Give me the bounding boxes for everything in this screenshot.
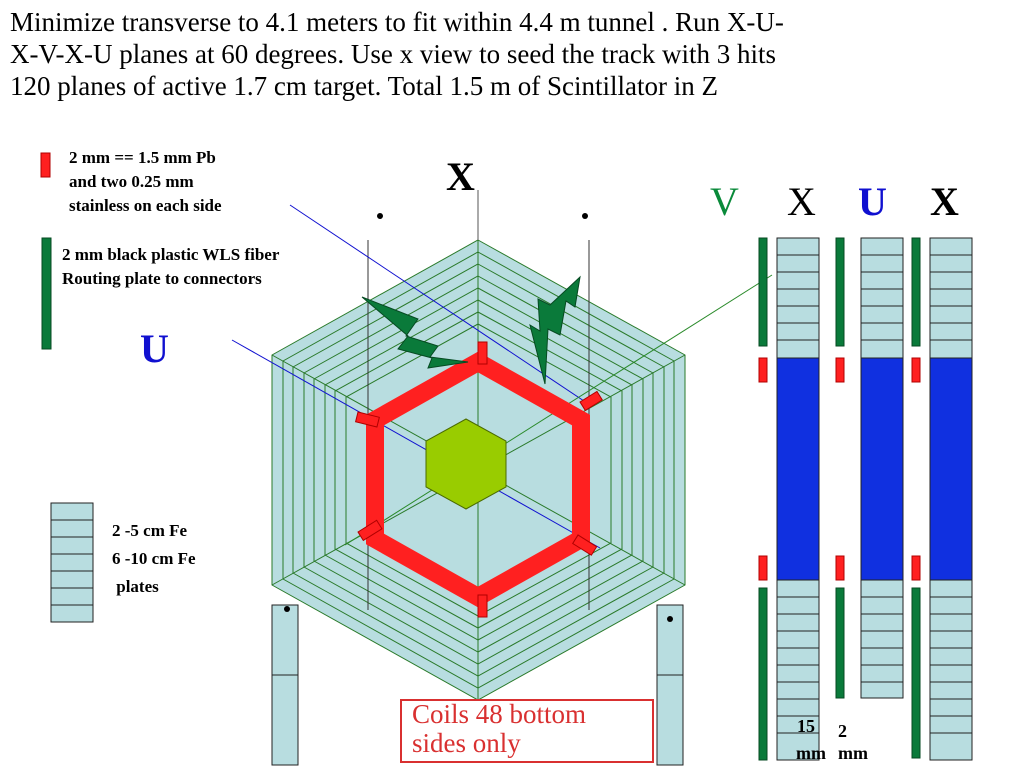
marker-dot-top-right: [582, 213, 588, 219]
pb-legend-line-1: 2 mm == 1.5 mm Pb: [69, 148, 216, 167]
dim-2-label: 2: [838, 721, 847, 741]
inner-core: [425, 418, 507, 510]
marker-dot-top-left: [377, 213, 383, 219]
dim-15-label: 15: [797, 716, 815, 736]
fe-legend-line-3: plates: [112, 577, 159, 596]
right-lightning-bolt: [529, 275, 581, 385]
x-view-label-top: X: [446, 154, 475, 199]
side-view-planes: [758, 237, 973, 761]
fe-legend-line-1: 2 -5 cm Fe: [112, 521, 188, 540]
fe-legend-line-2: 6 -10 cm Fe: [112, 549, 196, 568]
left-lightning-bolt: [361, 296, 469, 369]
v-plane-label: V: [710, 179, 739, 224]
fe-legend-label: 2 -5 cm Fe 6 -10 cm Fe plates: [112, 517, 196, 601]
marker-dot-bottom-left: [284, 606, 290, 612]
dim-mm-label-1: mm: [796, 743, 826, 763]
title-line-2: X-V-X-U planes at 60 degrees. Use x view…: [10, 39, 777, 69]
coils-line-2: sides only: [412, 728, 521, 758]
coils-line-1: Coils 48 bottom: [412, 699, 587, 729]
pb-legend-label: 2 mm == 1.5 mm Pb and two 0.25 mm stainl…: [69, 146, 222, 218]
u-view-line-upper: [289, 204, 591, 406]
pb-legend-line-2: and two 0.25 mm: [69, 172, 194, 191]
marker-dot-bottom-right: [667, 616, 673, 622]
dim-mm-label-2: mm: [838, 743, 868, 763]
fe-legend-stack: [50, 502, 94, 623]
title-line-1: Minimize transverse to 4.1 meters to fit…: [10, 7, 784, 37]
ring-corner-tabs: [354, 341, 603, 618]
coils-annotation: Coils 48 bottom sides only: [412, 700, 586, 758]
u-view-label-left: U: [140, 326, 169, 371]
right-support-leg: [656, 604, 684, 766]
left-support-leg: [271, 604, 299, 766]
wls-legend-swatch: [41, 237, 52, 350]
pb-legend-line-3: stainless on each side: [69, 196, 222, 215]
coils-annotation-box: [400, 699, 654, 763]
title-line-3: 120 planes of active 1.7 cm target. Tota…: [10, 71, 718, 101]
wls-legend-line-1: 2 mm black plastic WLS fiber: [62, 245, 280, 264]
x-plane-label-1: X: [787, 179, 816, 224]
wls-legend-label: 2 mm black plastic WLS fiber Routing pla…: [62, 243, 279, 291]
slide-title: Minimize transverse to 4.1 meters to fit…: [10, 6, 1018, 102]
pb-legend-swatch: [40, 152, 51, 178]
u-plane-label: U: [858, 179, 887, 224]
wls-legend-line-2: Routing plate to connectors: [62, 269, 262, 288]
x-plane-label-2: X: [930, 179, 959, 224]
u-view-line-lower: [231, 339, 601, 549]
